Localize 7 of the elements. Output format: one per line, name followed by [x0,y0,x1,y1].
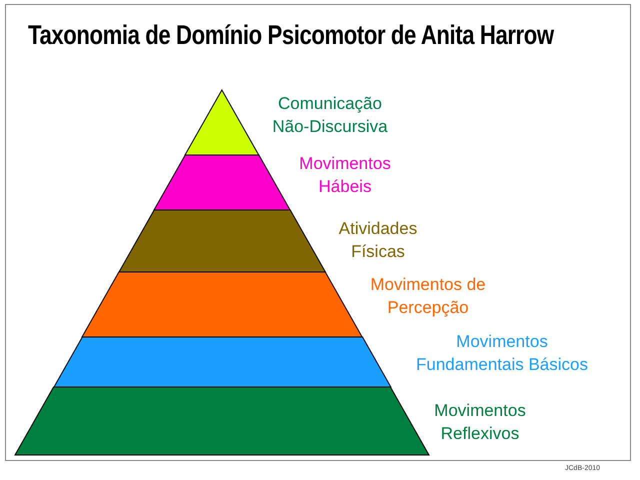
level-label: Movimentos Fundamentais Básicos [415,331,589,376]
level-label: Movimentos Reflexivos [433,400,527,445]
title: Taxonomia de Domínio Psicomotor de Anita Harrow [28,20,554,51]
level-label: Movimentos de Percepção [369,274,487,319]
level-label: Comunicação Não-Discursiva [271,93,389,138]
level-label: Atividades Físicas [338,218,418,263]
level-label: Movimentos Hábeis [298,153,392,198]
